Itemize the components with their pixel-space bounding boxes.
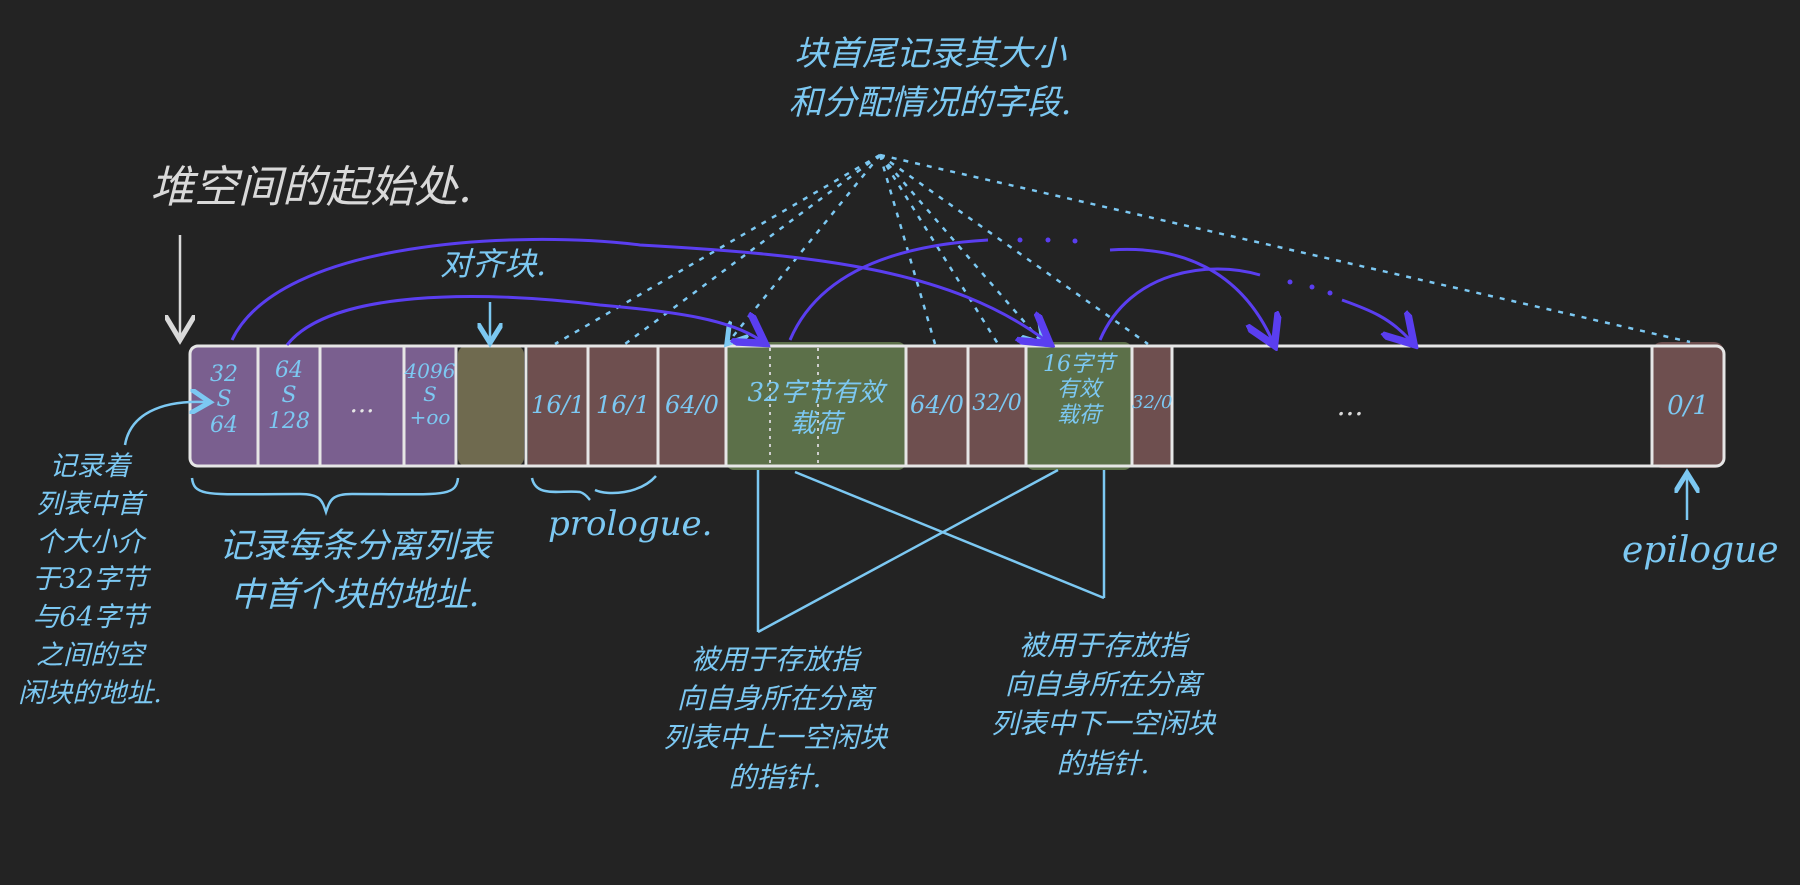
cell-text-free64-footer: 64/0 <box>910 391 964 419</box>
arc-continuation-dots <box>1017 237 1333 296</box>
cell-text-list-64: 64 S 128 <box>268 358 310 434</box>
free32-payload-cell <box>1026 342 1132 470</box>
prologue-header-cell <box>528 346 588 466</box>
cell-text-free32-footer: 32/0 <box>1132 392 1173 413</box>
free32-footer-cell <box>1132 346 1172 466</box>
cell-text-free32-payload: 16字节 有效 载荷 <box>1043 352 1115 428</box>
payload-dotted-lines <box>769 348 819 464</box>
free-list-pointer-arcs <box>230 237 1410 345</box>
prologue-footer-cell <box>588 346 658 466</box>
heap-start-label: 堆空间的起始处. <box>150 162 472 213</box>
cell-text-heap-dots: ... <box>1336 389 1364 422</box>
small-list-note-arrow <box>123 402 205 446</box>
cell-text-free64-payload: 32字节有效 载荷 <box>747 378 885 440</box>
alignment-cell <box>458 346 524 466</box>
epilogue-label: epilogue <box>1622 530 1779 571</box>
free-list-brace <box>190 477 460 516</box>
free-list-cell-64 <box>258 346 320 466</box>
free-list-heads-label: 记录每条分离列表 中首个块的地址. <box>219 526 491 616</box>
cell-text-prologue-footer: 16/1 <box>596 391 650 419</box>
prologue-brace-right <box>594 475 657 495</box>
pointer-cross-lines <box>756 468 1106 634</box>
cell-text-list-4096: 4096 S +oo <box>404 359 456 429</box>
small-list-note: 记录着 列表中首 个大小介 于32字节 与64字节 之间的空 闲块的地址. <box>18 451 162 709</box>
free64-header-cell <box>658 346 726 466</box>
cell-text-free32-header: 32/0 <box>972 391 1022 416</box>
cell-text-free64-header: 64/0 <box>665 391 719 419</box>
epilogue-cell <box>1652 342 1724 468</box>
alignment-block-label: 对齐块. <box>440 245 547 283</box>
prologue-brace-left <box>530 477 591 501</box>
cell-text-list-dots: ... <box>349 389 375 419</box>
free-list-cell-dots <box>320 346 404 466</box>
free-list-cell-32 <box>190 346 258 466</box>
cell-text-epilogue: 0/1 <box>1667 391 1709 421</box>
free32-header-cell <box>968 346 1026 466</box>
free64-footer-cell <box>906 346 968 466</box>
prev-pointer-note: 被用于存放指 向自身所在分离 列表中上一空闲块 的指针. <box>662 643 887 794</box>
next-pointer-note: 被用于存放指 向自身所在分离 列表中下一空闲块 的指针. <box>990 629 1215 780</box>
cell-text-list-32: 32 S 64 <box>210 362 238 438</box>
header-footer-note: 块首尾记录其大小 和分配情况的字段. <box>788 34 1072 124</box>
prologue-label: prologue. <box>548 504 713 544</box>
free-list-cell-4096 <box>404 346 456 466</box>
cell-text-prologue-header: 16/1 <box>531 391 585 419</box>
